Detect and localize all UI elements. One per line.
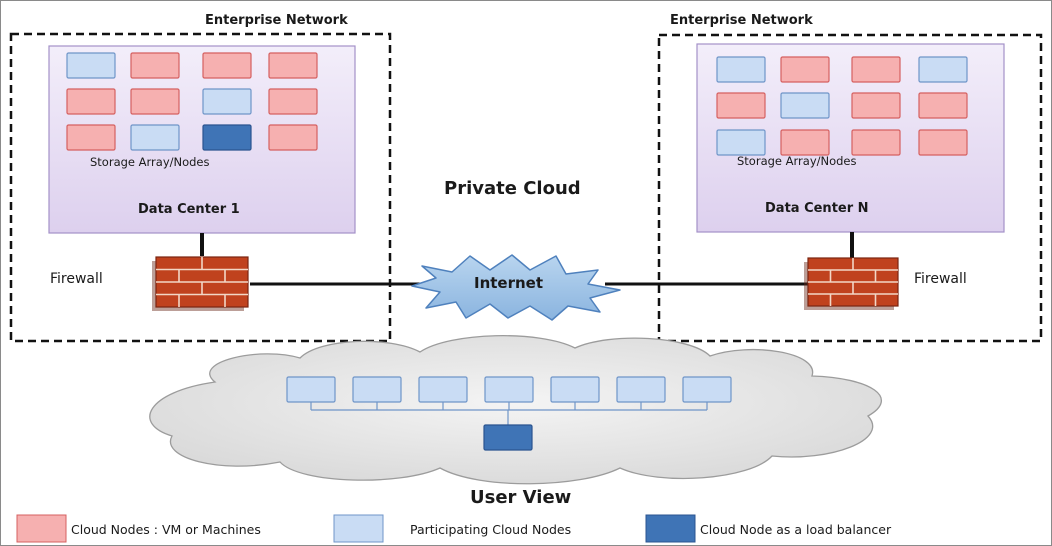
user-view-participating-node: [484, 376, 534, 403]
storage-node-vm: [268, 52, 318, 79]
user-view-participating-node: [352, 376, 402, 403]
storage-node-participating: [716, 56, 766, 83]
legend-load-balancer-label: Cloud Node as a load balancer: [700, 522, 892, 537]
user-view-participating-node: [682, 376, 732, 403]
storage-node-vm: [851, 56, 901, 83]
private-cloud-label: Private Cloud: [444, 178, 581, 199]
user-view-load-balancer-node: [483, 424, 533, 451]
storage-node-vm: [851, 92, 901, 119]
internet-label: Internet: [474, 274, 544, 292]
right-firewall-label: Firewall: [914, 271, 967, 287]
storage-node-vm: [66, 124, 116, 151]
storage-node-vm: [268, 88, 318, 115]
internet-cloud-icon: [411, 254, 621, 321]
right-storage-node-grid: [716, 56, 968, 156]
storage-node-participating: [130, 124, 180, 151]
storage-node-vm: [130, 88, 180, 115]
storage-node-vm: [780, 129, 830, 156]
user-view-participating-node: [550, 376, 600, 403]
storage-node-vm: [780, 56, 830, 83]
legend-vm-label: Cloud Nodes : VM or Machines: [71, 522, 261, 537]
storage-node-vm: [918, 92, 968, 119]
right-firewall-icon: [804, 257, 899, 310]
right-storage-label: Storage Array/Nodes: [737, 154, 857, 168]
right-enterprise-network-box: [657, 33, 1043, 343]
user-view-node-tree: [286, 376, 732, 451]
left-firewall-icon: [152, 256, 249, 311]
storage-node-participating: [918, 56, 968, 83]
legend-load-balancer-swatch: [645, 514, 696, 543]
storage-node-vm: [851, 129, 901, 156]
storage-node-vm: [66, 88, 116, 115]
left-enterprise-network-box: [9, 32, 392, 343]
storage-node-vm: [918, 129, 968, 156]
user-view-participating-node: [616, 376, 666, 403]
left-data-center-label: Data Center 1: [138, 202, 240, 217]
storage-node-participating: [780, 92, 830, 119]
storage-node-vm: [202, 52, 252, 79]
legend-participating-label: Participating Cloud Nodes: [410, 522, 572, 537]
user-view-participating-node: [418, 376, 468, 403]
storage-node-participating: [202, 88, 252, 115]
storage-node-vm: [716, 92, 766, 119]
user-view-participating-node: [286, 376, 336, 403]
storage-node-participating: [716, 129, 766, 156]
legend-participating-swatch: [333, 514, 384, 543]
storage-node-vm: [130, 52, 180, 79]
left-enterprise-network-label: Enterprise Network: [205, 13, 348, 28]
left-storage-label: Storage Array/Nodes: [90, 155, 210, 169]
left-storage-node-grid: [66, 52, 318, 151]
legend-vm-swatch: [16, 514, 67, 543]
user-view-label: User View: [470, 487, 572, 508]
storage-node-vm: [268, 124, 318, 151]
storage-node-load-balancer: [202, 124, 252, 151]
right-enterprise-network-label: Enterprise Network: [670, 13, 813, 28]
left-firewall-label: Firewall: [50, 271, 103, 287]
right-data-center-label: Data Center N: [765, 201, 869, 216]
storage-node-participating: [66, 52, 116, 79]
